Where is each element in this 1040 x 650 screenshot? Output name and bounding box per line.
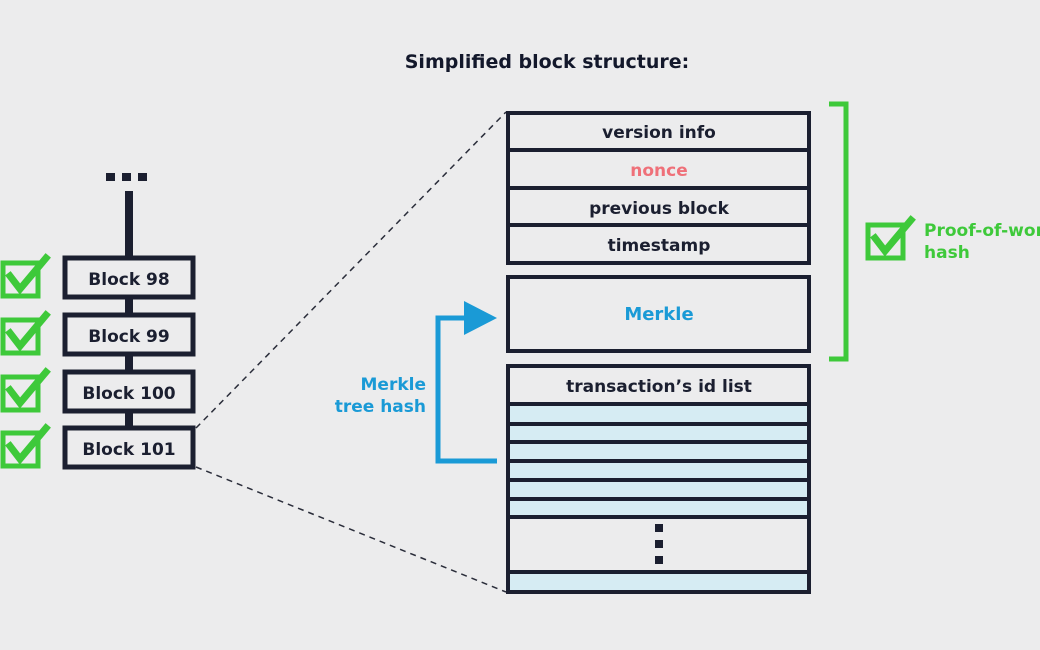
block-100: Block 100 [62,369,196,414]
chain-ellipsis [106,173,147,181]
transaction-row [510,426,807,440]
transaction-row [510,463,807,478]
merkle-label: Merkle [624,304,693,325]
chain-link-line [125,191,133,431]
transaction-row [510,444,807,459]
vertical-ellipsis [655,524,663,564]
field-timestamp: timestamp [608,236,711,256]
merkle-tree-hash-arrow [435,301,497,464]
check-icon-block-99 [0,310,51,356]
proof-of-work-line1: Proof-of-work [924,221,1040,241]
diagram-title: Simplified block structure: [405,51,690,73]
check-icon-proof-of-work [865,215,916,261]
transaction-row [510,406,807,422]
block-101: Block 101 [62,425,196,470]
transaction-list-header: transaction’s id list [566,377,752,397]
check-icon-block-100 [0,367,51,413]
field-previous-block: previous block [589,199,730,219]
merkle-root-box: Merkle [506,275,811,353]
check-icon-block-101 [0,423,51,469]
merkle-annotation-line2: tree hash [335,397,426,417]
field-version-info: version info [602,123,716,143]
transaction-row [510,482,807,497]
block-label: Block 101 [82,440,175,460]
blockchain-column: Block 98 Block 99 Block 100 Block 101 [0,173,196,470]
block-98: Block 98 [62,255,196,300]
merkle-annotation-line1: Merkle [361,375,427,395]
block-header: version info nonce previous block timest… [506,111,811,265]
check-icon-block-98 [0,253,51,299]
zoom-connector-lines [195,111,507,593]
proof-of-work-bracket [829,101,849,362]
block-99: Block 99 [62,312,196,357]
transaction-rows [508,406,809,590]
field-nonce: nonce [630,161,688,181]
arrow-right-icon [464,301,497,335]
transaction-list: transaction’s id list [506,364,811,594]
block-label: Block 98 [88,270,169,290]
block-label: Block 99 [88,327,169,347]
proof-of-work-line2: hash [924,243,970,263]
transaction-row [510,501,807,515]
block-label: Block 100 [82,384,175,404]
transaction-row [510,574,807,590]
